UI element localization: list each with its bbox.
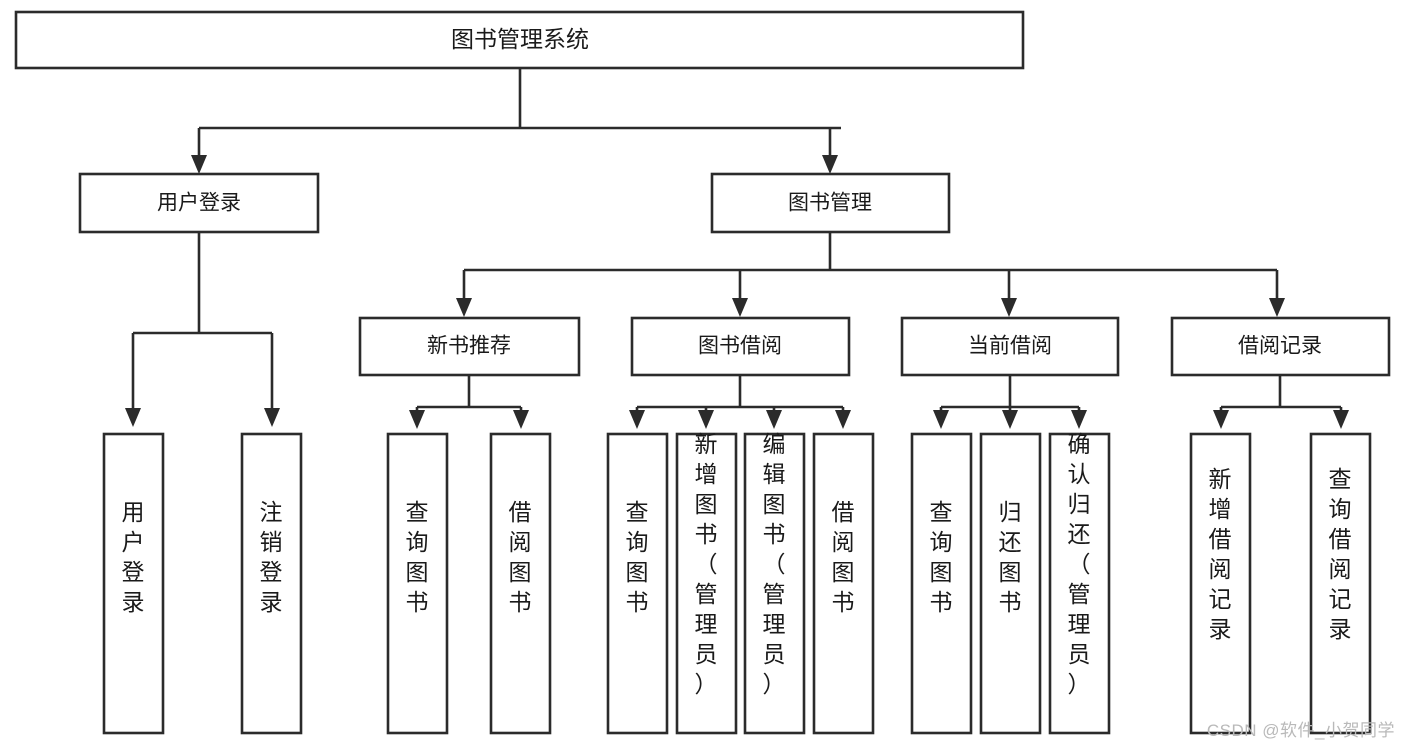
leaf-logout[interactable]: 注销登录 — [240, 432, 303, 735]
connector-borrowrecord-to-leaves — [1213, 375, 1349, 429]
connector-newbook-to-leaves — [409, 375, 529, 429]
node-borrow-record[interactable]: 借阅记录 — [1170, 316, 1391, 377]
leaf-add-book-label: 新增图书（管理员） — [695, 431, 718, 697]
node-new-book-rec[interactable]: 新书推荐 — [358, 316, 581, 377]
node-root-label: 图书管理系统 — [451, 26, 589, 52]
leaf-borrow-book-2[interactable]: 借阅图书 — [812, 432, 875, 735]
leaf-confirm-return[interactable]: 确认归还（管理员） — [1048, 431, 1111, 735]
leaf-query-book-2[interactable]: 查询图书 — [606, 432, 669, 735]
connector-bookborrow-to-leaves — [629, 375, 851, 429]
node-borrow-record-label: 借阅记录 — [1238, 335, 1322, 358]
leaf-query-book-1-label: 查询图书 — [406, 499, 429, 615]
leaf-borrow-book-1[interactable]: 借阅图书 — [489, 432, 552, 735]
leaf-query-book-3-label: 查询图书 — [930, 499, 953, 615]
connector-root-to-level2 — [191, 68, 841, 174]
node-book-borrow-label: 图书借阅 — [698, 335, 782, 358]
leaf-user-login-label: 用户登录 — [122, 499, 145, 615]
connector-userlogin-to-leaves — [125, 232, 280, 427]
leaf-add-record-label: 新增借阅记录 — [1209, 466, 1232, 642]
leaf-query-record-label: 查询借阅记录 — [1329, 466, 1352, 642]
connector-currentborrow-to-leaves — [933, 375, 1087, 429]
leaf-query-book-2-label: 查询图书 — [626, 499, 649, 615]
leaf-add-book[interactable]: 新增图书（管理员） — [675, 431, 738, 735]
leaf-return-book-label: 归还图书 — [999, 499, 1022, 615]
node-new-book-rec-label: 新书推荐 — [427, 335, 511, 358]
node-user-login-label: 用户登录 — [157, 192, 241, 215]
leaf-edit-book-label: 编辑图书（管理员） — [763, 431, 786, 697]
node-book-manage[interactable]: 图书管理 — [710, 172, 951, 234]
leaf-query-book-1[interactable]: 查询图书 — [386, 432, 449, 735]
node-user-login[interactable]: 用户登录 — [78, 172, 320, 234]
node-current-borrow[interactable]: 当前借阅 — [900, 316, 1120, 377]
leaf-query-record[interactable]: 查询借阅记录 — [1309, 432, 1372, 735]
leaf-logout-label: 注销登录 — [260, 499, 283, 615]
leaf-confirm-return-label: 确认归还（管理员） — [1068, 431, 1091, 697]
leaf-query-book-3[interactable]: 查询图书 — [910, 432, 973, 735]
leaf-add-record[interactable]: 新增借阅记录 — [1189, 432, 1252, 735]
leaf-borrow-book-1-label: 借阅图书 — [509, 499, 532, 615]
leaf-user-login[interactable]: 用户登录 — [102, 432, 165, 735]
leaf-return-book[interactable]: 归还图书 — [979, 432, 1042, 735]
node-root[interactable]: 图书管理系统 — [14, 10, 1025, 70]
leaf-borrow-book-2-label: 借阅图书 — [832, 499, 855, 615]
node-book-borrow[interactable]: 图书借阅 — [630, 316, 851, 377]
connector-bookmanage-to-level3 — [456, 232, 1285, 317]
leaf-edit-book[interactable]: 编辑图书（管理员） — [743, 431, 806, 735]
node-book-manage-label: 图书管理 — [788, 192, 872, 215]
node-current-borrow-label: 当前借阅 — [968, 335, 1052, 358]
